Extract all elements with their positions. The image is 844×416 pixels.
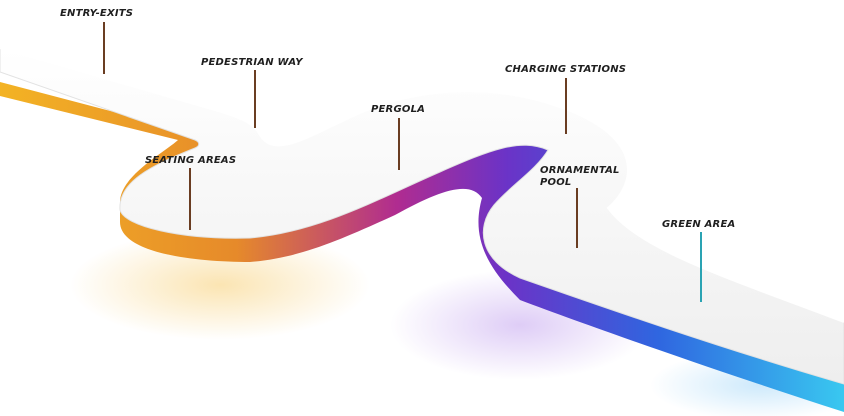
pin-pedestrian-way	[254, 70, 256, 128]
label-seating-areas: SEATING AREAS	[145, 155, 237, 166]
pin-seating-areas	[189, 168, 191, 230]
glow-warm	[70, 230, 370, 340]
pin-pergola	[398, 118, 400, 170]
pin-charging-stations	[565, 78, 567, 134]
label-pedestrian-way: PEDESTRIAN WAY	[201, 57, 303, 68]
label-green-area: GREEN AREA	[662, 219, 736, 230]
label-ornamental-pool: ORNAMENTAL POOL	[540, 165, 620, 188]
pin-green-area	[700, 232, 702, 302]
pin-entry-exits	[103, 22, 105, 74]
label-charging-stations: CHARGING STATIONS	[505, 64, 627, 75]
pin-ornamental-pool	[576, 188, 578, 248]
path-top-edge	[0, 47, 844, 323]
label-pergola: PERGOLA	[371, 104, 426, 115]
label-entry-exits: ENTRY-EXITS	[60, 8, 134, 19]
